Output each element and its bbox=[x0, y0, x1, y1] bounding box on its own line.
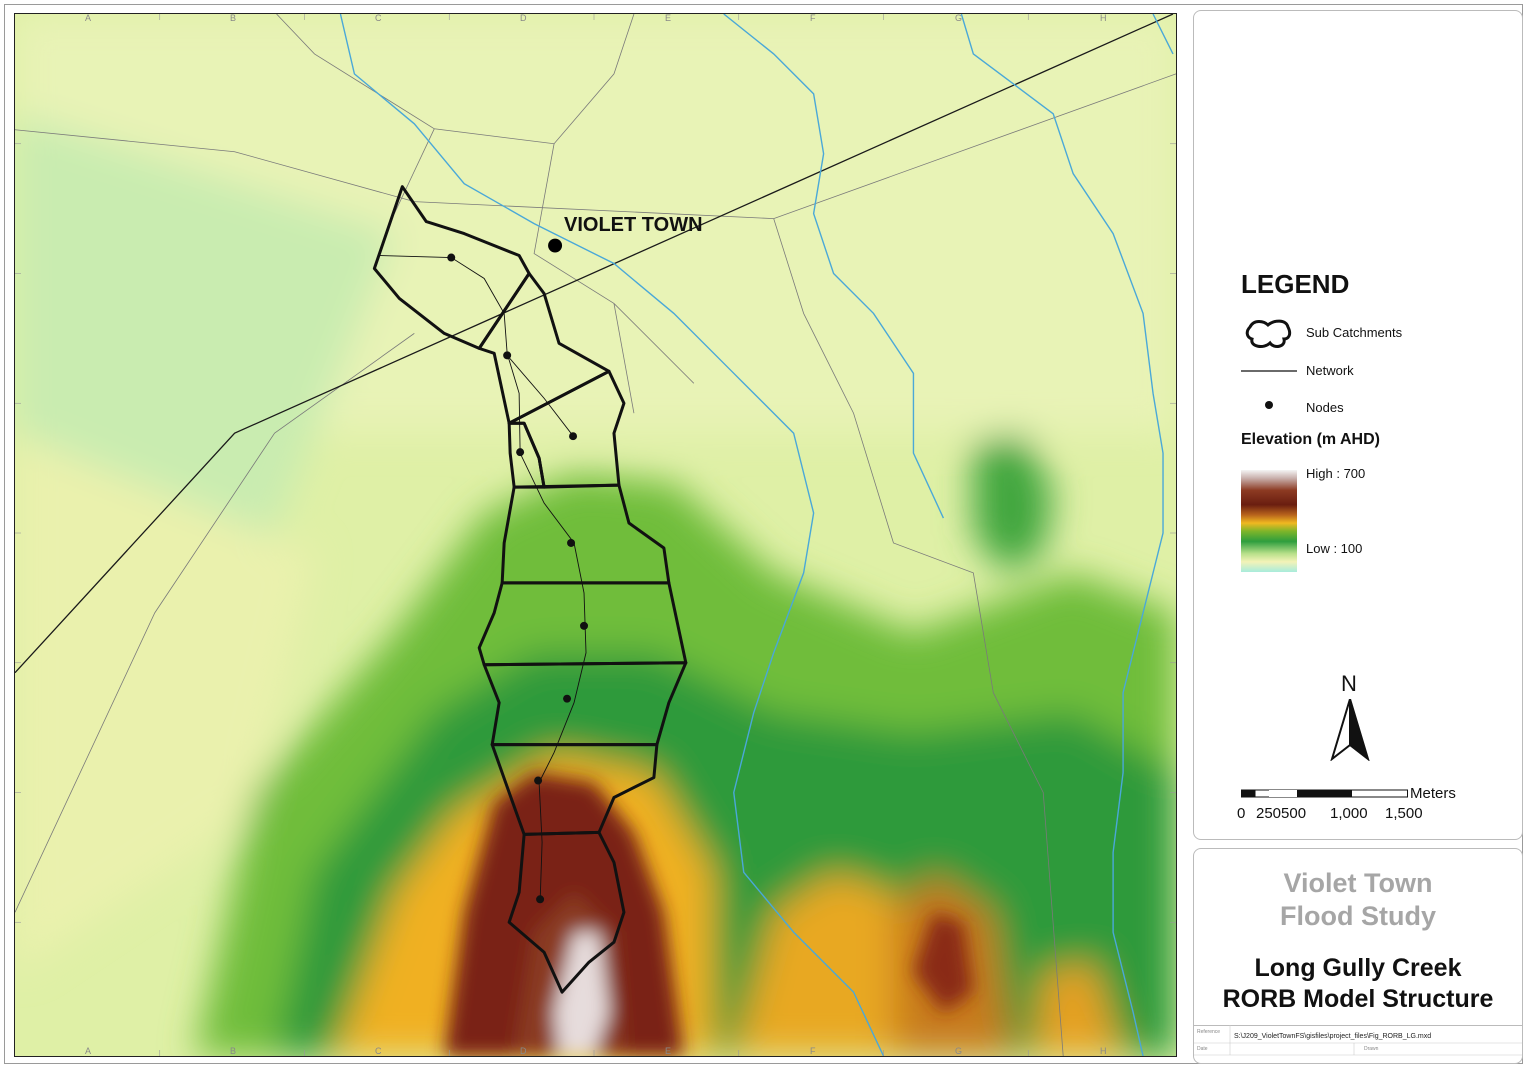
study-title: Violet Town Flood Study bbox=[1194, 867, 1522, 933]
network-legend-icon bbox=[1241, 370, 1297, 372]
scale-label: 250500 bbox=[1256, 805, 1307, 822]
elevation-high-label: High : 700 bbox=[1306, 466, 1366, 481]
scale-label: 1,000 bbox=[1330, 805, 1368, 822]
grid-col-label: H bbox=[1100, 13, 1107, 23]
elevation-low-label: Low : 100 bbox=[1306, 541, 1363, 556]
legend-sub-catchments-label: Sub Catchments bbox=[1306, 325, 1403, 340]
elevation-title: Elevation (m AHD) bbox=[1241, 431, 1380, 448]
node bbox=[567, 538, 576, 547]
town-marker bbox=[548, 238, 563, 253]
node bbox=[516, 448, 525, 457]
grid-col-label: F bbox=[810, 13, 816, 23]
node bbox=[503, 351, 512, 360]
sub-catchment-legend-icon bbox=[1245, 319, 1292, 348]
grid-col-label: B bbox=[230, 13, 237, 23]
study-title-line: Flood Study bbox=[1280, 901, 1436, 931]
grid-col-label: A bbox=[85, 1046, 92, 1056]
date-label: Date bbox=[1197, 1046, 1208, 1052]
rivers bbox=[339, 14, 1174, 1056]
title-block: Violet Town Flood Study Long Gully Creek… bbox=[1193, 848, 1523, 1064]
drawn-label: Drawn bbox=[1364, 1046, 1379, 1052]
nodes bbox=[447, 253, 589, 904]
grid-col-label: C bbox=[375, 1046, 382, 1056]
grid-col-label: E bbox=[665, 13, 672, 23]
node bbox=[447, 253, 456, 262]
scale-bar bbox=[1241, 789, 1408, 798]
elevation-color-ramp bbox=[1241, 470, 1297, 572]
north-label: N bbox=[1341, 671, 1357, 696]
catchment-7 bbox=[490, 743, 659, 836]
file-path: S:\J209_VioletTownFS\gisfiles\project_fi… bbox=[1234, 1033, 1432, 1040]
node bbox=[563, 694, 572, 703]
node-legend-icon bbox=[1265, 401, 1273, 409]
legend-title: LEGEND bbox=[1241, 269, 1350, 299]
terrain-peak bbox=[554, 932, 609, 1056]
railway bbox=[15, 14, 1174, 674]
town-label: VIOLET TOWN bbox=[564, 214, 703, 236]
study-title-line: Violet Town bbox=[1283, 868, 1433, 898]
node bbox=[569, 432, 578, 441]
grid-col-label: G bbox=[955, 1046, 963, 1056]
grid-col-label: A bbox=[85, 13, 92, 23]
scale-unit-label: Meters bbox=[1410, 785, 1456, 802]
node bbox=[536, 895, 545, 904]
scale-label: 0 bbox=[1237, 805, 1246, 822]
grid-col-label: D bbox=[520, 13, 527, 23]
legend-nodes-label: Nodes bbox=[1306, 400, 1344, 415]
grid-col-label: E bbox=[665, 1046, 672, 1056]
legend-panel: LEGEND Sub Catchments Network Nodes Elev… bbox=[1193, 10, 1523, 840]
map-title-line: Long Gully Creek bbox=[1254, 954, 1462, 982]
sub-catchments bbox=[372, 185, 688, 994]
grid-col-label: D bbox=[520, 1046, 527, 1056]
north-arrow-icon bbox=[1330, 699, 1370, 761]
catchment-4 bbox=[500, 483, 671, 585]
map-title: Long Gully Creek RORB Model Structure bbox=[1194, 953, 1522, 1015]
network-line bbox=[379, 255, 587, 903]
scale-label: 1,500 bbox=[1385, 805, 1423, 822]
reference-label: Reference bbox=[1197, 1029, 1221, 1035]
elevation-map bbox=[15, 14, 1176, 1056]
node bbox=[534, 776, 543, 785]
grid-col-label: B bbox=[230, 1046, 237, 1056]
reference-table bbox=[1194, 1025, 1522, 1056]
map-view[interactable]: A B C D E F G H A B C D E F G H 1 2 3 4 … bbox=[14, 13, 1177, 1057]
node bbox=[580, 621, 589, 630]
grid-col-label: H bbox=[1100, 1046, 1107, 1056]
grid-col-label: C bbox=[375, 13, 382, 23]
grid-col-label: G bbox=[955, 13, 963, 23]
grid-col-label: F bbox=[810, 1046, 816, 1056]
map-title-line: RORB Model Structure bbox=[1222, 985, 1494, 1013]
catchment-8 bbox=[507, 830, 626, 994]
legend-network-label: Network bbox=[1306, 363, 1354, 378]
